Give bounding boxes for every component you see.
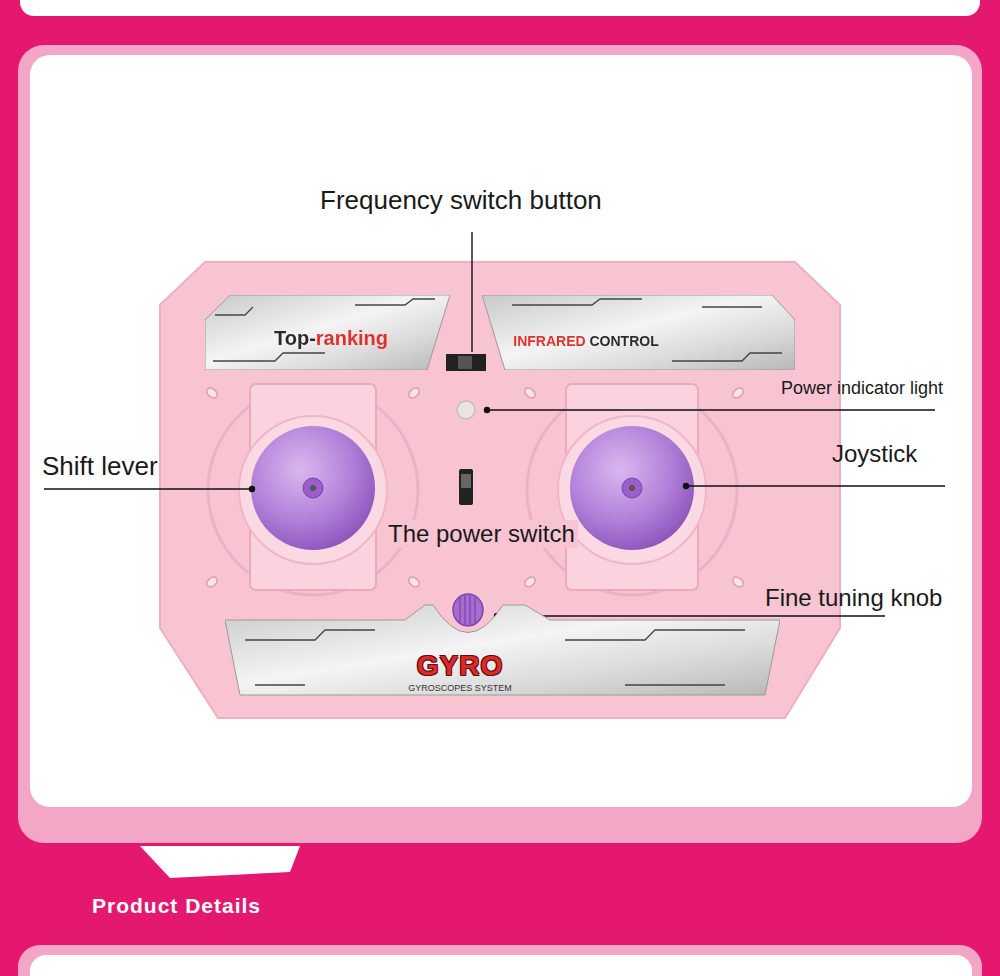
callout-label: Shift lever (42, 452, 158, 482)
plate-subtext: GYROSCOPES SYSTEM (408, 683, 512, 693)
callout-label: Fine tuning knob (765, 584, 942, 612)
plate-text: GYRO (417, 650, 503, 682)
callout-label: Power indicator light (781, 378, 943, 399)
callout-label: Frequency switch button (320, 186, 602, 216)
brand-plate: GYROGYROSCOPES SYSTEM (225, 600, 780, 700)
section-heading: Product Details (92, 894, 261, 918)
label-plate: Top-ranking (205, 295, 450, 370)
callout-label: Joystick (832, 440, 917, 468)
callout-label: The power switch (385, 520, 578, 548)
plate-text: INFRARED CONTROL (513, 333, 658, 349)
plate-text: Top-ranking (274, 327, 388, 350)
label-plate: INFRARED CONTROL (482, 295, 795, 370)
